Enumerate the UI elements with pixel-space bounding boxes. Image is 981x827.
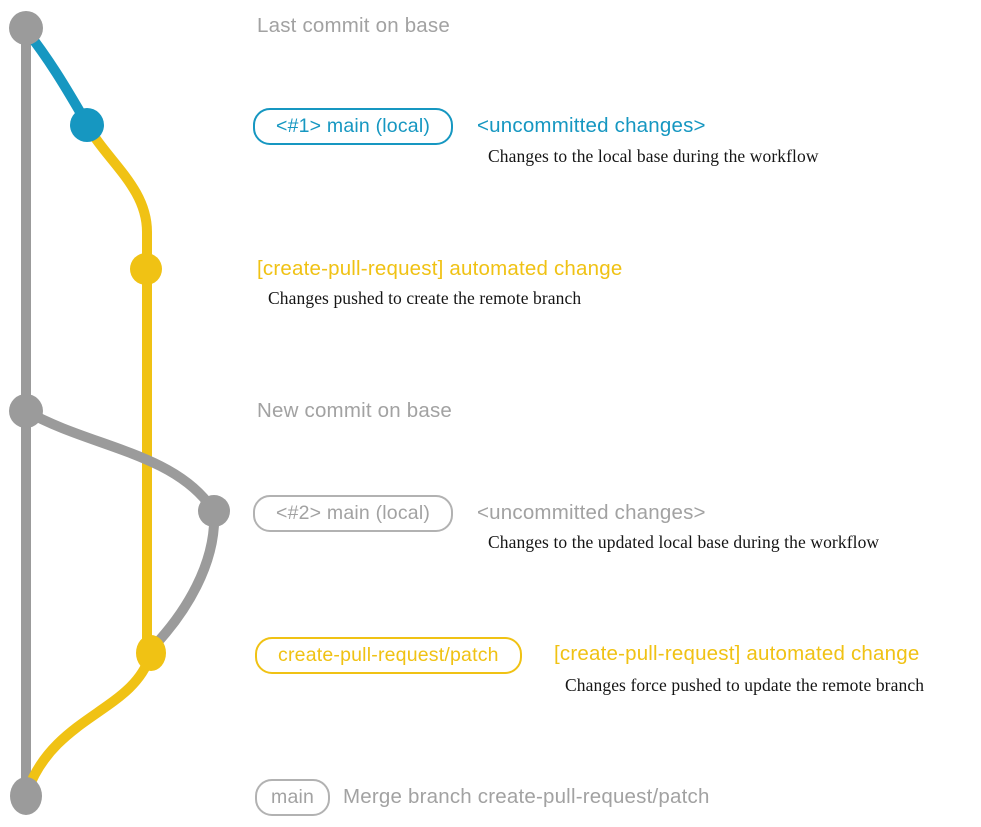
commit-node-merge: [10, 777, 42, 815]
branch-badge-main-local-2: <#2> main (local): [253, 495, 454, 532]
commit-node-base-1: [9, 11, 43, 45]
automated-change-note-1: Changes pushed to create the remote bran…: [268, 288, 582, 308]
local-main-branch-curve-3: [150, 506, 220, 650]
commit-node-patch-2: [136, 635, 166, 671]
uncommitted-changes-title-1: <uncommitted changes>: [477, 114, 706, 137]
uncommitted-changes-note-2: Changes to the updated local base during…: [488, 532, 880, 552]
uncommitted-changes-note-1: Changes to the local base during the wor…: [488, 146, 819, 166]
commit-node-local-2: [198, 495, 230, 527]
branch-badge-create-pull-request-patch: create-pull-request/patch: [255, 637, 522, 674]
git-graph: [9, 11, 230, 815]
automated-change-note-2: Changes force pushed to update the remot…: [565, 675, 925, 695]
branch-badge-main-local-1: <#1> main (local): [253, 108, 454, 145]
merge-branch-label: Merge branch create-pull-request/patch: [343, 785, 710, 808]
patch-branch-line: [82, 120, 152, 650]
branch-badge-main: main: [255, 779, 331, 816]
last-commit-on-base-label: Last commit on base: [257, 14, 450, 37]
automated-change-title-2: [create-pull-request] automated change: [554, 642, 920, 665]
automated-change-title-1: [create-pull-request] automated change: [257, 257, 623, 280]
local-main-branch-curve-2: [21, 406, 213, 508]
new-commit-on-base-label: New commit on base: [257, 399, 453, 422]
commit-node-base-2: [9, 394, 43, 428]
uncommitted-changes-title-2: <uncommitted changes>: [477, 501, 706, 524]
commit-node-patch-1: [130, 253, 162, 285]
patch-merge-curve: [22, 651, 155, 797]
commit-node-local-1: [70, 108, 104, 142]
local-main-branch-curve-1: [21, 25, 92, 129]
